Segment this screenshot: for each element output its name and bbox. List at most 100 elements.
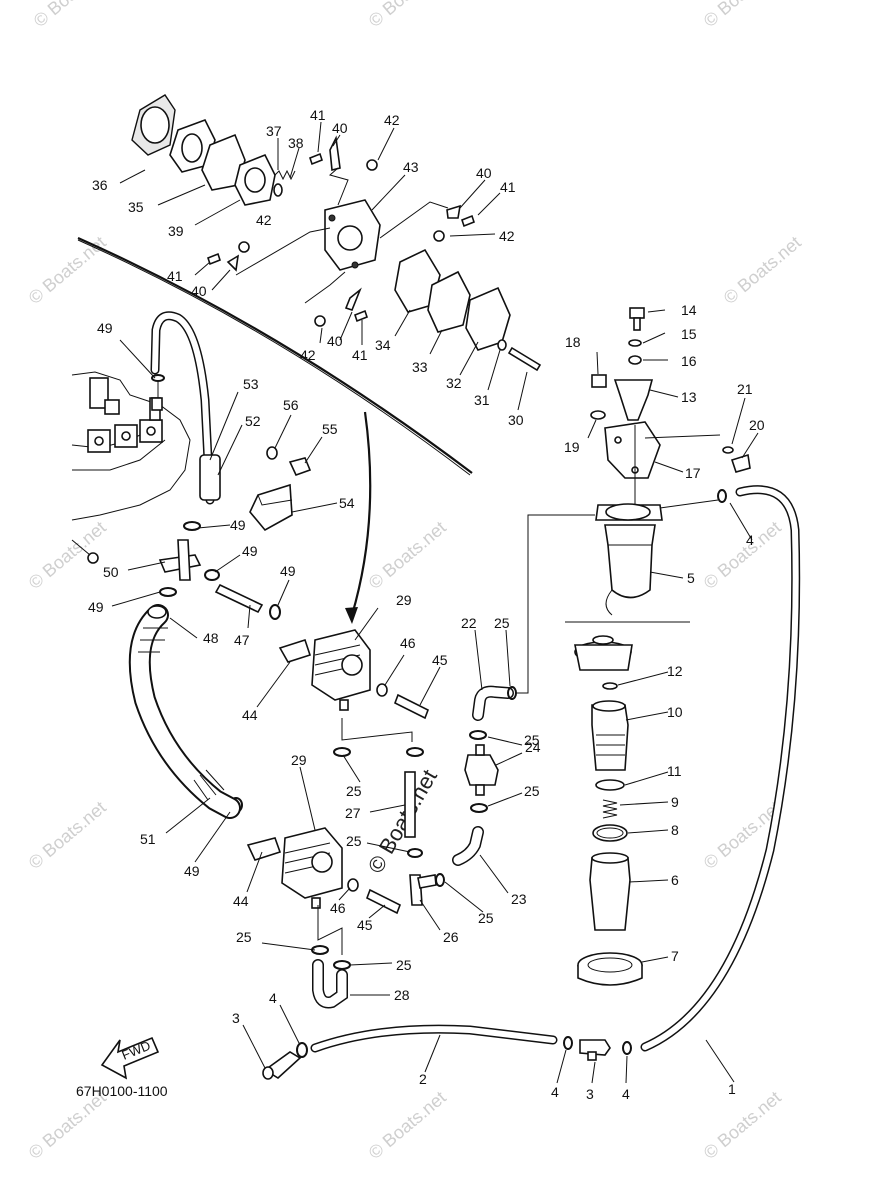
part-label: 3	[232, 1010, 240, 1026]
pipe-27	[404, 771, 416, 838]
forward-direction-arrow: FWD	[100, 1036, 160, 1080]
part-label: 14	[681, 302, 697, 318]
left-hose-assembly	[128, 311, 312, 819]
bracket-54	[249, 483, 293, 532]
part-label: 38	[288, 135, 304, 151]
part-label: 27	[345, 805, 361, 821]
part-label: 25	[478, 910, 494, 926]
part-label: 25	[494, 615, 510, 631]
o-ring-12	[602, 682, 618, 690]
fuel-filter-assembly	[565, 307, 751, 986]
seat-11	[595, 779, 625, 791]
grommet-52	[199, 454, 221, 501]
part-label: 49	[280, 563, 296, 579]
valve-24	[464, 754, 499, 786]
part-label: 26	[443, 929, 459, 945]
part-label: 21	[737, 381, 753, 397]
part-label: 8	[671, 822, 679, 838]
part-label: 23	[511, 891, 527, 907]
part-number-labels: 1 2 3 3 4 4 4 4 5 6 7 8 9 10 11 12 13 14…	[88, 107, 765, 1102]
plate-33	[427, 270, 471, 333]
part-label: 22	[461, 615, 477, 631]
part-label: 12	[667, 663, 683, 679]
part-label: 10	[667, 704, 683, 720]
part-label: 44	[233, 893, 249, 909]
watermark-text: © Boats.net	[365, 1087, 450, 1163]
part-label: 25	[524, 783, 540, 799]
part-label: 40	[476, 165, 492, 181]
middle-fuel-lines	[311, 514, 595, 1009]
part-label: 4	[622, 1086, 630, 1102]
part-label: 18	[565, 334, 581, 350]
diagram-code: 67H0100-1100	[76, 1083, 168, 1099]
part-label: 41	[500, 179, 516, 195]
part-label: 2	[419, 1071, 427, 1087]
part-label: 46	[400, 635, 416, 651]
bolt-20	[730, 453, 751, 473]
spring-9	[602, 799, 618, 819]
gasket-44	[246, 837, 282, 861]
bolt-30	[507, 346, 542, 372]
bolt-45	[393, 693, 430, 720]
joint-3	[263, 1051, 302, 1079]
part-label: 41	[352, 347, 368, 363]
element-10	[591, 704, 629, 771]
part-label: 40	[191, 283, 207, 299]
gasket-44	[278, 638, 312, 663]
part-label: 48	[203, 630, 219, 646]
part-label: 49	[97, 320, 113, 336]
washer-16	[628, 355, 642, 365]
fuel-pump-29-lower	[246, 827, 402, 915]
part-label: 46	[330, 900, 346, 916]
part-label: 33	[412, 359, 428, 375]
watermark-center: © Boats.net	[363, 765, 442, 877]
washer-21	[722, 446, 734, 454]
fuel-pump-29-upper	[278, 629, 430, 720]
part-label: 34	[375, 337, 391, 353]
part-label: 49	[242, 543, 258, 559]
o-ring-8	[592, 824, 628, 842]
part-label: 9	[671, 794, 679, 810]
part-label: 32	[446, 375, 462, 391]
clamp-49	[159, 587, 177, 597]
part-label: 53	[243, 376, 259, 392]
part-label: 11	[667, 763, 682, 779]
part-label: 55	[322, 421, 338, 437]
fuel-pump-upper-assembly	[131, 94, 542, 372]
washer-15	[628, 339, 642, 347]
leader-lines	[111, 121, 759, 1084]
assembly-arrow	[345, 411, 372, 624]
watermark-text: © Boats.net	[720, 232, 805, 308]
part-label: 42	[300, 347, 316, 363]
plate-13	[613, 379, 654, 421]
part-label: 43	[403, 159, 419, 175]
part-label: 4	[551, 1084, 559, 1100]
part-label: 56	[283, 397, 299, 413]
washer-56	[266, 446, 278, 460]
part-label: 49	[230, 517, 246, 533]
part-label: 39	[168, 223, 184, 239]
part-label: 45	[357, 917, 373, 933]
part-label: 47	[234, 632, 250, 648]
bracket-17	[604, 421, 661, 479]
part-label: 50	[103, 564, 119, 580]
part-label: 20	[749, 417, 765, 433]
part-label: 45	[432, 652, 448, 668]
watermark-text: © Boats.net	[700, 1087, 785, 1163]
part-label: 25	[346, 783, 362, 799]
filter-cup-5	[604, 524, 656, 599]
part-label: 52	[245, 413, 261, 429]
bolt-14	[629, 307, 645, 319]
part-label: 7	[671, 948, 679, 964]
clamp-49	[183, 521, 201, 531]
bolt-18	[591, 374, 607, 388]
part-label: 51	[140, 831, 156, 847]
part-label: 54	[339, 495, 355, 511]
part-label: 19	[564, 439, 580, 455]
clamp-49	[269, 604, 281, 620]
part-label: 30	[508, 412, 524, 428]
part-label: 41	[310, 107, 326, 123]
part-label: 25	[396, 957, 412, 973]
watermark-text: © Boats.net	[365, 0, 450, 31]
